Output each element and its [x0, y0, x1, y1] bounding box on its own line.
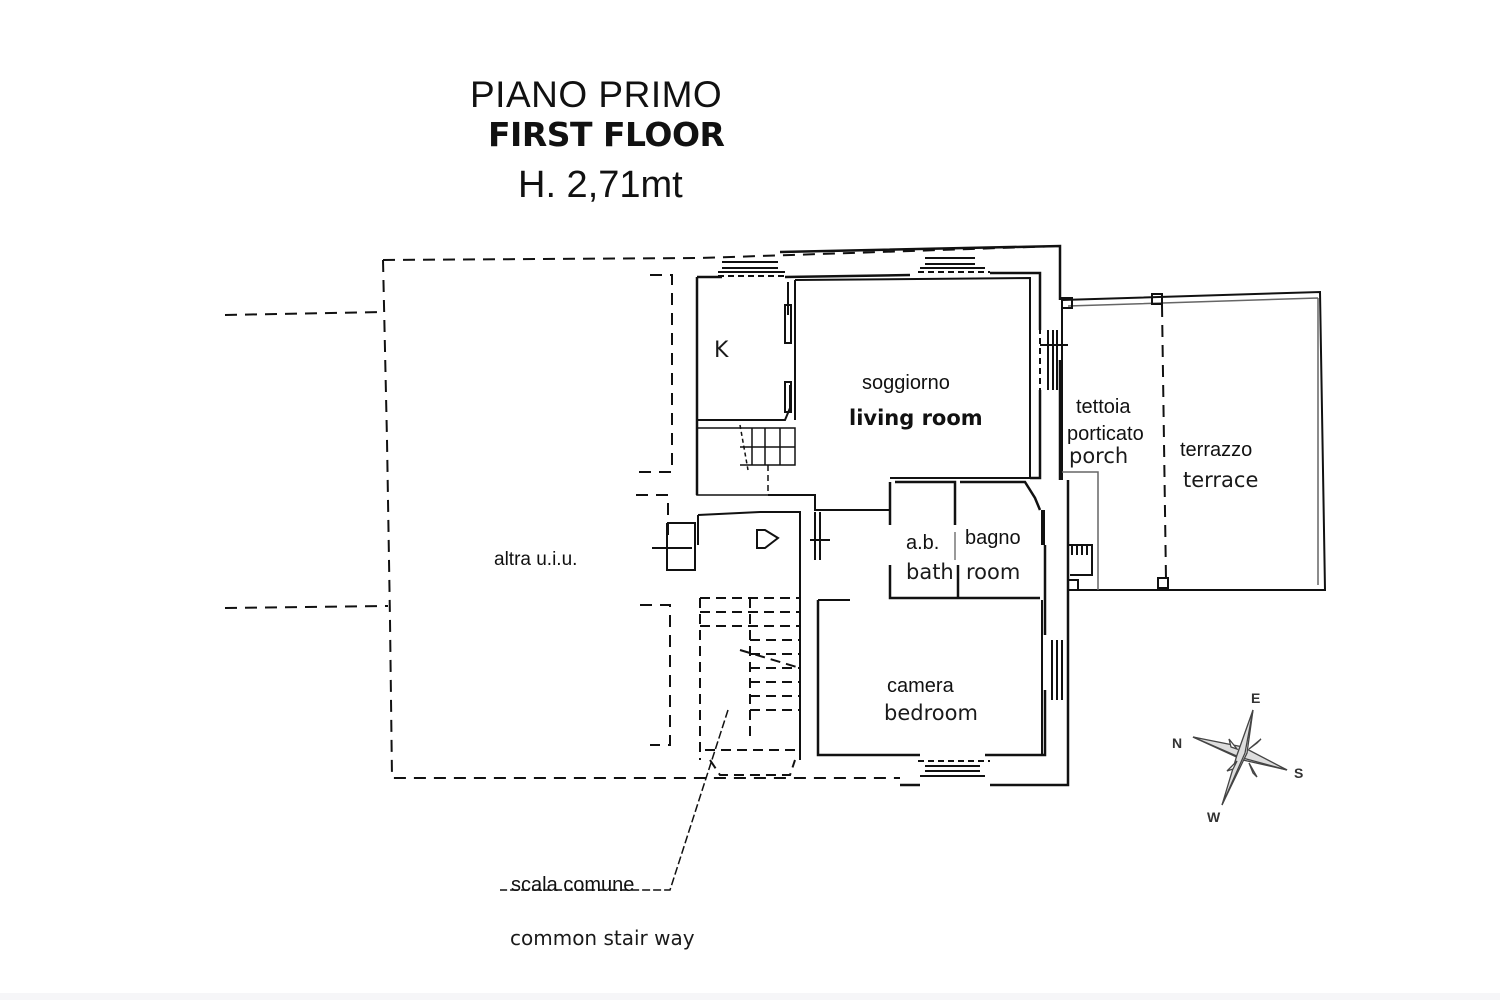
living-room-label-it: soggiorno — [862, 372, 950, 394]
compass-rose: E N S W — [1165, 685, 1315, 825]
bedroom-walls — [817, 599, 1063, 777]
bath-ab-label-en: bath — [906, 560, 954, 584]
stair-label-it: scala comune — [511, 874, 635, 896]
title-english: FIRST FLOOR — [488, 115, 725, 154]
porch-label-it-1: tettoia — [1076, 396, 1131, 418]
porch-label-en: porch — [1069, 444, 1129, 468]
compass-south-label: S — [1294, 765, 1304, 781]
terrace-label-it: terrazzo — [1180, 439, 1253, 461]
main-outer-walls — [695, 244, 1070, 787]
terrace-label-en: terrace — [1183, 468, 1259, 492]
porch-terrace — [1061, 290, 1327, 591]
other-unit-outline — [224, 245, 1061, 779]
compass-west-label: W — [1207, 809, 1221, 825]
living-room-label-en: living room — [849, 406, 983, 430]
other-unit-label: altra u.i.u. — [494, 549, 578, 570]
bagno-label-en: room — [966, 560, 1021, 584]
compass-star-icon — [1192, 709, 1288, 806]
bedroom-label-en: bedroom — [884, 701, 978, 725]
compass-north-label: N — [1172, 735, 1183, 751]
title-italian: PIANO PRIMO — [470, 74, 723, 115]
living-room-walls — [768, 257, 1068, 511]
porch-label-it-2: porticato — [1067, 423, 1144, 445]
stair-landing — [652, 511, 830, 760]
compass-east-label: E — [1251, 690, 1261, 706]
bagno-label-it: bagno — [965, 527, 1021, 549]
bath-ab-label-it: a.b. — [906, 532, 940, 554]
ceiling-height: H. 2,71mt — [518, 164, 683, 206]
bathroom-walls — [888, 480, 1045, 600]
stair-leader-line — [500, 709, 729, 891]
kitchen-walls — [696, 261, 792, 421]
stair-label-en: common stair way — [510, 926, 695, 950]
small-stair — [696, 424, 796, 496]
bottom-strip — [0, 993, 1500, 1000]
kitchen-label: K — [714, 338, 729, 363]
bedroom-label-it: camera — [887, 675, 954, 697]
stair-treads — [699, 597, 801, 776]
